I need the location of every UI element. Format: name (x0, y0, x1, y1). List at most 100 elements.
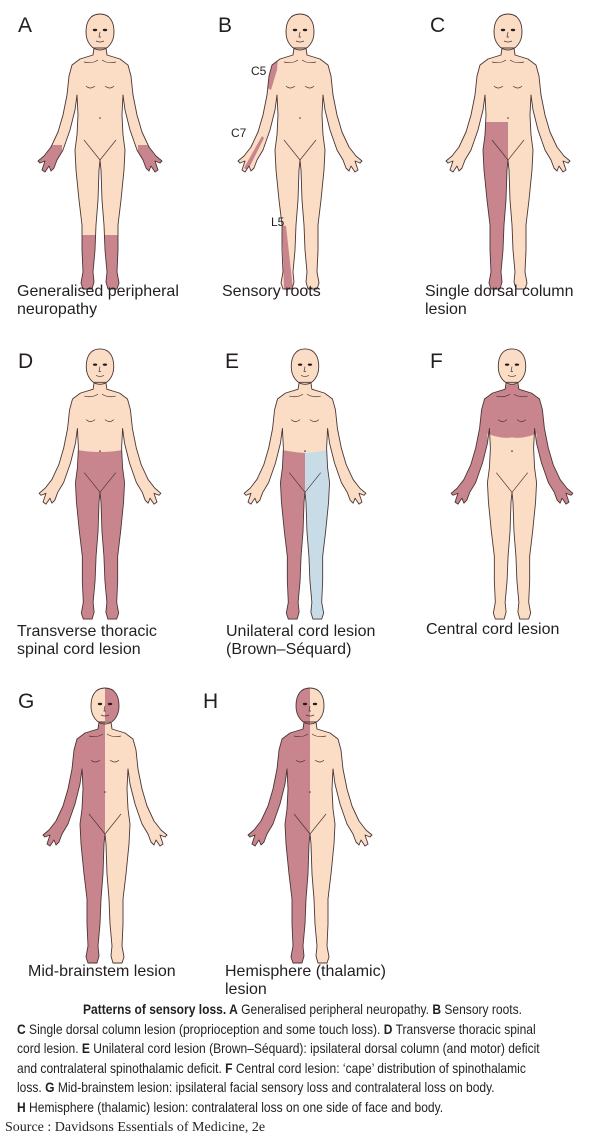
eye-icon (102, 28, 108, 32)
nose (506, 31, 509, 38)
eye-icon (312, 702, 318, 706)
body-silhouette (244, 382, 366, 620)
caption-line: neuropathy (17, 301, 98, 318)
navel (507, 117, 509, 119)
body-outline (445, 47, 571, 290)
nose (103, 705, 106, 712)
body-contours (83, 59, 117, 161)
body-contours (491, 59, 525, 161)
navel (99, 450, 101, 452)
body-outline (42, 721, 168, 964)
mouth (95, 375, 105, 377)
eye-icon (102, 363, 108, 366)
legend-line: cord lesion. E Unilateral cord lesion (B… (17, 1040, 540, 1056)
body-outline (243, 381, 367, 620)
caption-line: Sensory roots (222, 283, 321, 300)
sensory-loss-region (73, 449, 127, 620)
caption-line: lesion (425, 301, 467, 318)
body-silhouette (39, 382, 161, 620)
eye-icon (92, 363, 98, 366)
head-outline (85, 13, 115, 51)
head-outline (90, 687, 120, 725)
caption-line: Unilateral cord lesion (226, 623, 376, 640)
caption-line: Single dorsal column (425, 283, 574, 300)
head-outline (85, 348, 115, 385)
eye-icon (510, 28, 516, 32)
head-outline (295, 687, 325, 725)
eye-icon (302, 28, 308, 32)
panel-c-letter: C (430, 14, 446, 37)
eye-icon (92, 28, 98, 32)
body-contours (283, 59, 317, 161)
caption-line: Mid-brainstem lesion (28, 963, 176, 980)
nose (98, 31, 101, 38)
panel-b-body (237, 13, 363, 290)
body-silhouette (446, 48, 570, 289)
root-label-l5: L5 (271, 215, 285, 229)
mouth (305, 714, 315, 717)
caption-line: lesion (225, 981, 267, 998)
panel-f-letter: F (430, 350, 443, 373)
body-contours (293, 733, 327, 835)
body-outline (237, 47, 363, 290)
sensory-loss-region (481, 122, 508, 289)
caption-line: spinal cord lesion (17, 641, 141, 658)
body-contours (289, 393, 321, 493)
caption-line: Transverse thoracic (17, 623, 157, 640)
panel-e-caption: Unilateral cord lesion(Brown–Séquard) (226, 623, 375, 659)
eye-icon (107, 702, 113, 706)
mouth (507, 375, 517, 377)
caption-line: Hemisphere (thalamic) (225, 963, 386, 980)
panel-g-letter: G (18, 690, 35, 713)
caption-line: Generalised peripheral (17, 283, 179, 300)
sensory-loss-region (43, 688, 167, 963)
legend-line: loss. G Mid-brainstem lesion: ipsilatera… (17, 1079, 495, 1095)
eye-icon (514, 363, 520, 366)
head-outline (285, 13, 315, 51)
caption-line: (Brown–Séquard) (226, 641, 352, 658)
panel-a-body (37, 13, 163, 290)
head-outline (290, 348, 320, 385)
head (86, 348, 114, 385)
panel-d-letter: D (18, 350, 34, 373)
legend-line: H Hemisphere (thalamic) lesion: contrala… (17, 1098, 444, 1115)
legend-line: and contralateral spinothalamic deficit.… (17, 1059, 526, 1076)
mouth (100, 714, 110, 717)
eye-icon (297, 363, 303, 366)
panel-e-body (243, 348, 367, 620)
body-contours (496, 393, 528, 493)
eye-icon (500, 28, 506, 32)
panel-h-letter: H (203, 690, 219, 713)
panel-a-letter: A (18, 14, 33, 37)
eye-icon (307, 363, 313, 366)
caption-line: Central cord lesion (426, 621, 560, 638)
sensory-loss-region (244, 58, 293, 289)
panel-f-caption: Central cord lesion (426, 621, 559, 639)
head-outline (493, 13, 523, 51)
nose (303, 366, 306, 372)
nose (308, 705, 311, 712)
panel-g-caption: Mid-brainstem lesion (28, 963, 176, 981)
eye-icon (97, 702, 103, 706)
body-contours (88, 733, 122, 835)
body-silhouette (38, 48, 162, 289)
body-outline (37, 47, 163, 290)
panel-b-caption: Sensory roots (222, 283, 321, 301)
source-credit: Source : Davidsons Essentials of Medicin… (5, 1120, 266, 1135)
navel (511, 450, 513, 452)
root-label-c7: C7 (231, 126, 247, 140)
nose (510, 366, 513, 372)
panel-e-letter: E (225, 350, 240, 373)
navel (299, 117, 301, 119)
mouth (295, 40, 305, 43)
head-outline (497, 348, 527, 385)
panel-d-body (38, 348, 162, 620)
mouth (300, 375, 310, 377)
navel (99, 117, 101, 119)
panel-h-body (247, 687, 373, 964)
mouth (503, 40, 513, 43)
sensory-loss-region (451, 384, 573, 620)
